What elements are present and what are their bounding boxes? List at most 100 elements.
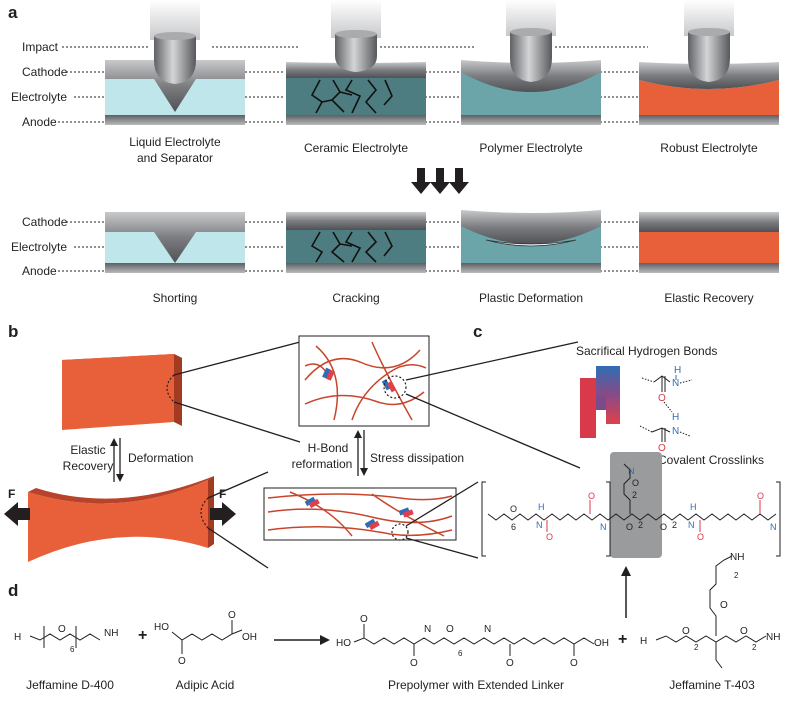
jeffamine-d400-structure: H O 6 NH (14, 624, 118, 654)
cathode-label-2: Cathode (22, 215, 68, 229)
svg-text:H: H (672, 412, 679, 423)
jeffamine-t403-structure: H O 2 O 2 NH O 2 NH (640, 552, 780, 669)
svg-text:O: O (570, 658, 578, 669)
svg-text:N: N (424, 624, 431, 635)
svg-text:OH: OH (242, 632, 257, 643)
svg-text:O: O (757, 491, 764, 501)
svg-text:O: O (588, 491, 595, 501)
panel-c-letter: c (473, 322, 482, 341)
svg-text:2: 2 (632, 490, 637, 500)
svg-text:O: O (682, 626, 690, 637)
caption-cracking: Cracking (332, 291, 379, 305)
svg-text:O: O (632, 478, 639, 488)
svg-text:H: H (14, 632, 21, 643)
svg-text:O: O (446, 624, 454, 635)
svg-text:2: 2 (734, 571, 739, 580)
compound-prepolymer: Prepolymer with Extended Linker (388, 678, 564, 692)
svg-text:N: N (628, 466, 635, 476)
impactor-4 (684, 0, 734, 82)
svg-text:N: N (484, 624, 491, 635)
svg-text:6: 6 (511, 522, 516, 532)
hbond-label-2: reformation (292, 457, 353, 471)
deformation-label: Deformation (128, 451, 193, 465)
cathode-label: Cathode (22, 65, 68, 79)
svg-text:H: H (674, 365, 681, 376)
compound-adipic: Adipic Acid (176, 678, 235, 692)
plus-2: + (618, 631, 627, 648)
caption-liquid-2: and Separator (137, 151, 213, 165)
force-arrow-right-icon (210, 502, 236, 526)
compound-t403: Jeffamine T-403 (669, 678, 755, 692)
svg-text:H: H (640, 636, 647, 647)
force-label-left: F (8, 487, 15, 501)
crosslink-highlight (610, 452, 662, 558)
covalent-title: Covalent Crosslinks (658, 453, 764, 467)
panel-b-letter: b (8, 322, 18, 341)
svg-text:HO: HO (336, 638, 351, 649)
caption-shorting: Shorting (153, 291, 198, 305)
svg-text:O: O (506, 658, 514, 669)
svg-text:HO: HO (154, 622, 169, 633)
svg-text:O: O (720, 600, 728, 611)
elastic-label-1: Elastic (70, 443, 105, 457)
svg-text:N: N (672, 378, 679, 389)
electrolyte-label: Electrolyte (11, 90, 67, 104)
caption-robust: Robust Electrolyte (660, 141, 758, 155)
svg-text:O: O (178, 656, 186, 667)
block-deformed (28, 476, 214, 562)
svg-text:6: 6 (458, 649, 463, 658)
svg-text:2: 2 (638, 520, 643, 530)
svg-text:O: O (410, 658, 418, 669)
svg-text:O: O (510, 504, 517, 514)
leader-lines-bottom (58, 221, 638, 272)
svg-text:H: H (690, 502, 697, 512)
hbond-label-1: H-Bond (308, 441, 349, 455)
svg-text:O: O (58, 624, 66, 635)
svg-text:O: O (360, 614, 368, 625)
impact-label: Impact (22, 40, 59, 54)
svg-text:NH: NH (766, 632, 780, 643)
sacrificial-title: Sacrifical Hydrogen Bonds (576, 344, 717, 358)
cell-cracking (286, 212, 426, 273)
cell-liquid-top (105, 60, 245, 125)
stress-label: Stress dissipation (370, 451, 464, 465)
cell-plastic (461, 210, 601, 273)
svg-text:2: 2 (672, 520, 677, 530)
svg-text:NH: NH (104, 628, 118, 639)
reaction-arrow-icon (274, 635, 330, 645)
svg-text:O: O (626, 522, 633, 532)
svg-text:N: N (770, 522, 777, 532)
elastic-label-2: Recovery (63, 459, 114, 473)
svg-text:NH: NH (730, 552, 744, 563)
up-arrow-icon (621, 566, 631, 618)
hbond-chem: O N H H N O (639, 365, 693, 454)
compound-d400: Jeffamine D-400 (26, 678, 114, 692)
hbond-block-icon (580, 366, 620, 438)
anode-label-2: Anode (22, 264, 57, 278)
prepolymer-structure: HO O O N O 6 N O O OH (336, 614, 609, 669)
svg-text:O: O (658, 443, 666, 454)
panel-a-letter: a (8, 3, 18, 22)
caption-ceramic: Ceramic Electrolyte (304, 141, 408, 155)
svg-text:N: N (536, 520, 543, 530)
svg-text:N: N (600, 522, 607, 532)
adipic-acid-structure: HO O O OH (154, 610, 257, 667)
caption-elastic: Elastic Recovery (664, 291, 753, 305)
block-undeformed (62, 354, 182, 430)
network-box-top (298, 335, 430, 427)
force-label-right: F (219, 487, 226, 501)
polymer-chain: O 6 N H O O N O 2 O 2 N H O O N O 2 N (487, 463, 777, 542)
network-box-bottom (263, 487, 457, 541)
svg-text:O: O (660, 522, 667, 532)
svg-text:2: 2 (694, 643, 699, 652)
plus-1: + (138, 627, 147, 644)
svg-text:O: O (697, 532, 704, 542)
svg-text:N: N (672, 426, 679, 437)
svg-text:6: 6 (70, 645, 75, 654)
caption-polymer: Polymer Electrolyte (479, 141, 583, 155)
caption-liquid-1: Liquid Electrolyte (129, 135, 221, 149)
impactor-2 (331, 0, 381, 72)
panel-d-letter: d (8, 581, 18, 600)
caption-plastic: Plastic Deformation (479, 291, 583, 305)
